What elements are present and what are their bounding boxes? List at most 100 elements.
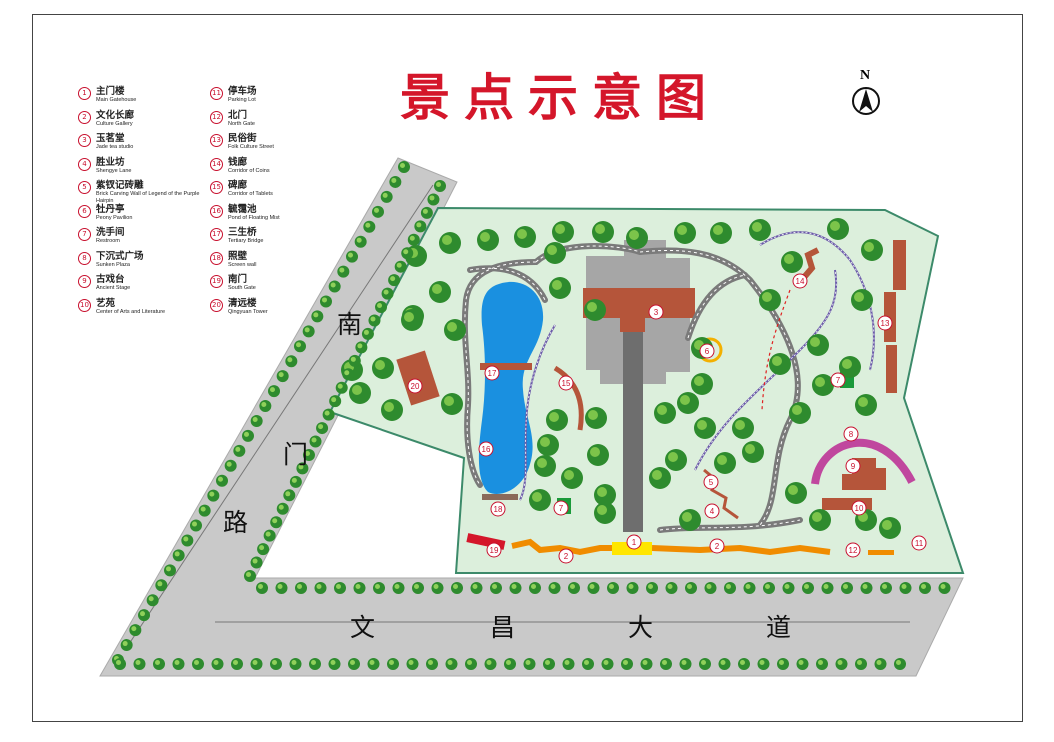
roadside-tree <box>372 205 384 218</box>
roadside-tree <box>224 459 237 472</box>
folk-street-1 <box>893 240 906 290</box>
roadside-tree <box>718 658 731 670</box>
roadside-tree <box>190 519 202 532</box>
legend-number: 5 <box>78 181 91 194</box>
tree <box>781 251 803 273</box>
roadside-tree <box>420 206 433 219</box>
roadside-tree <box>548 582 561 594</box>
tree <box>759 289 781 311</box>
map-marker: 17 <box>484 365 500 381</box>
roadside-tree <box>231 658 243 670</box>
map-marker-number: 18 <box>494 505 503 514</box>
map-marker: 11 <box>911 535 927 551</box>
roadside-tree <box>899 582 912 594</box>
tree <box>381 399 403 421</box>
road-label-wenchang-1: 文 <box>350 613 376 642</box>
map-marker: 7 <box>553 500 569 516</box>
legend-number: 9 <box>78 275 91 288</box>
legend-name-en: North Gate <box>228 120 255 127</box>
pond <box>478 281 544 494</box>
legend-number: 19 <box>210 275 223 288</box>
roadside-tree <box>375 301 388 314</box>
tree <box>585 407 607 429</box>
road-trees <box>112 161 951 670</box>
roadside-tree <box>465 658 477 670</box>
legend-name-zh: 文化长廊 <box>96 109 135 121</box>
roadside-tree <box>172 549 185 562</box>
corridor-of-coins <box>797 247 820 284</box>
roadside-tree <box>414 220 427 233</box>
roadside-tree <box>153 658 165 670</box>
roadside-tree <box>192 658 204 670</box>
roadside-tree <box>484 658 497 670</box>
roadside-tree <box>348 354 361 367</box>
map-marker-number: 2 <box>715 542 720 551</box>
roadside-tree <box>568 582 580 594</box>
roadside-tree <box>295 582 307 594</box>
roadside-tree <box>685 582 697 594</box>
road-label-wenchang-4: 道 <box>766 613 792 642</box>
roadside-tree <box>270 658 282 670</box>
legend-name-en: Qingyuan Tower <box>228 308 268 315</box>
roadside-tree <box>562 658 575 670</box>
roadside-tree <box>309 435 322 448</box>
tree <box>677 392 699 414</box>
tree <box>851 289 873 311</box>
tree <box>546 409 568 431</box>
tree <box>654 402 676 424</box>
legend-number: 10 <box>78 298 91 312</box>
map-marker-number: 17 <box>488 369 497 378</box>
map-marker-number: 12 <box>849 546 858 555</box>
legend-name-en: Main Gatehouse <box>96 97 137 103</box>
culture-gallery <box>511 538 612 556</box>
roadside-tree <box>919 582 931 594</box>
map-marker: 3 <box>648 304 664 320</box>
road-label-wenchang-2: 昌 <box>490 613 516 642</box>
roadside-tree <box>368 314 381 327</box>
legend-name-en: Culture Gallery <box>96 120 133 127</box>
legend-number: 13 <box>210 134 223 147</box>
map-marker: 20 <box>407 378 423 394</box>
compass-north-label: N <box>860 68 871 83</box>
road-label-south-3: 路 <box>223 508 249 537</box>
legend-name-en: Tertiary Bridge <box>228 238 264 244</box>
roadside-tree <box>529 582 541 594</box>
roadside-tree <box>646 582 658 594</box>
walking-path-centerlines <box>464 245 801 531</box>
legend-number: 14 <box>210 157 223 171</box>
legend-name-zh: 古戏台 <box>96 274 125 285</box>
folk-street-3 <box>886 345 897 393</box>
map-title: 景点示意图 <box>400 68 720 127</box>
tree <box>714 452 736 474</box>
road-band <box>99 157 964 677</box>
roadside-tree <box>738 658 750 670</box>
tree <box>477 229 499 251</box>
legend-name-en: Shengye Lane <box>96 167 132 174</box>
legend-name-en: Pond of Floating Mist <box>228 214 280 221</box>
legend-name-zh: 停车场 <box>228 86 257 97</box>
tree <box>855 394 877 416</box>
legend-name-zh: 毓霭池 <box>228 203 257 215</box>
roadside-tree <box>938 582 951 594</box>
tree <box>649 467 671 489</box>
tree <box>529 489 551 511</box>
roadside-tree <box>427 193 440 206</box>
map-marker-number: 16 <box>482 445 491 454</box>
legend-name-zh: 北门 <box>228 109 248 121</box>
legend-name-en: Restroom <box>96 238 120 244</box>
legend-name-en: South Gate <box>228 285 256 291</box>
trees <box>341 218 901 539</box>
roadside-tree <box>276 370 289 383</box>
roadside-tree <box>679 658 692 670</box>
roadside-tree <box>587 582 600 594</box>
tree <box>742 441 764 463</box>
legend-name-zh: 洗手间 <box>96 227 125 238</box>
roadside-tree <box>431 582 444 594</box>
tree <box>809 509 831 531</box>
roadside-tree <box>626 582 639 594</box>
legend-name-zh: 艺苑 <box>96 297 116 309</box>
tree <box>879 517 901 539</box>
